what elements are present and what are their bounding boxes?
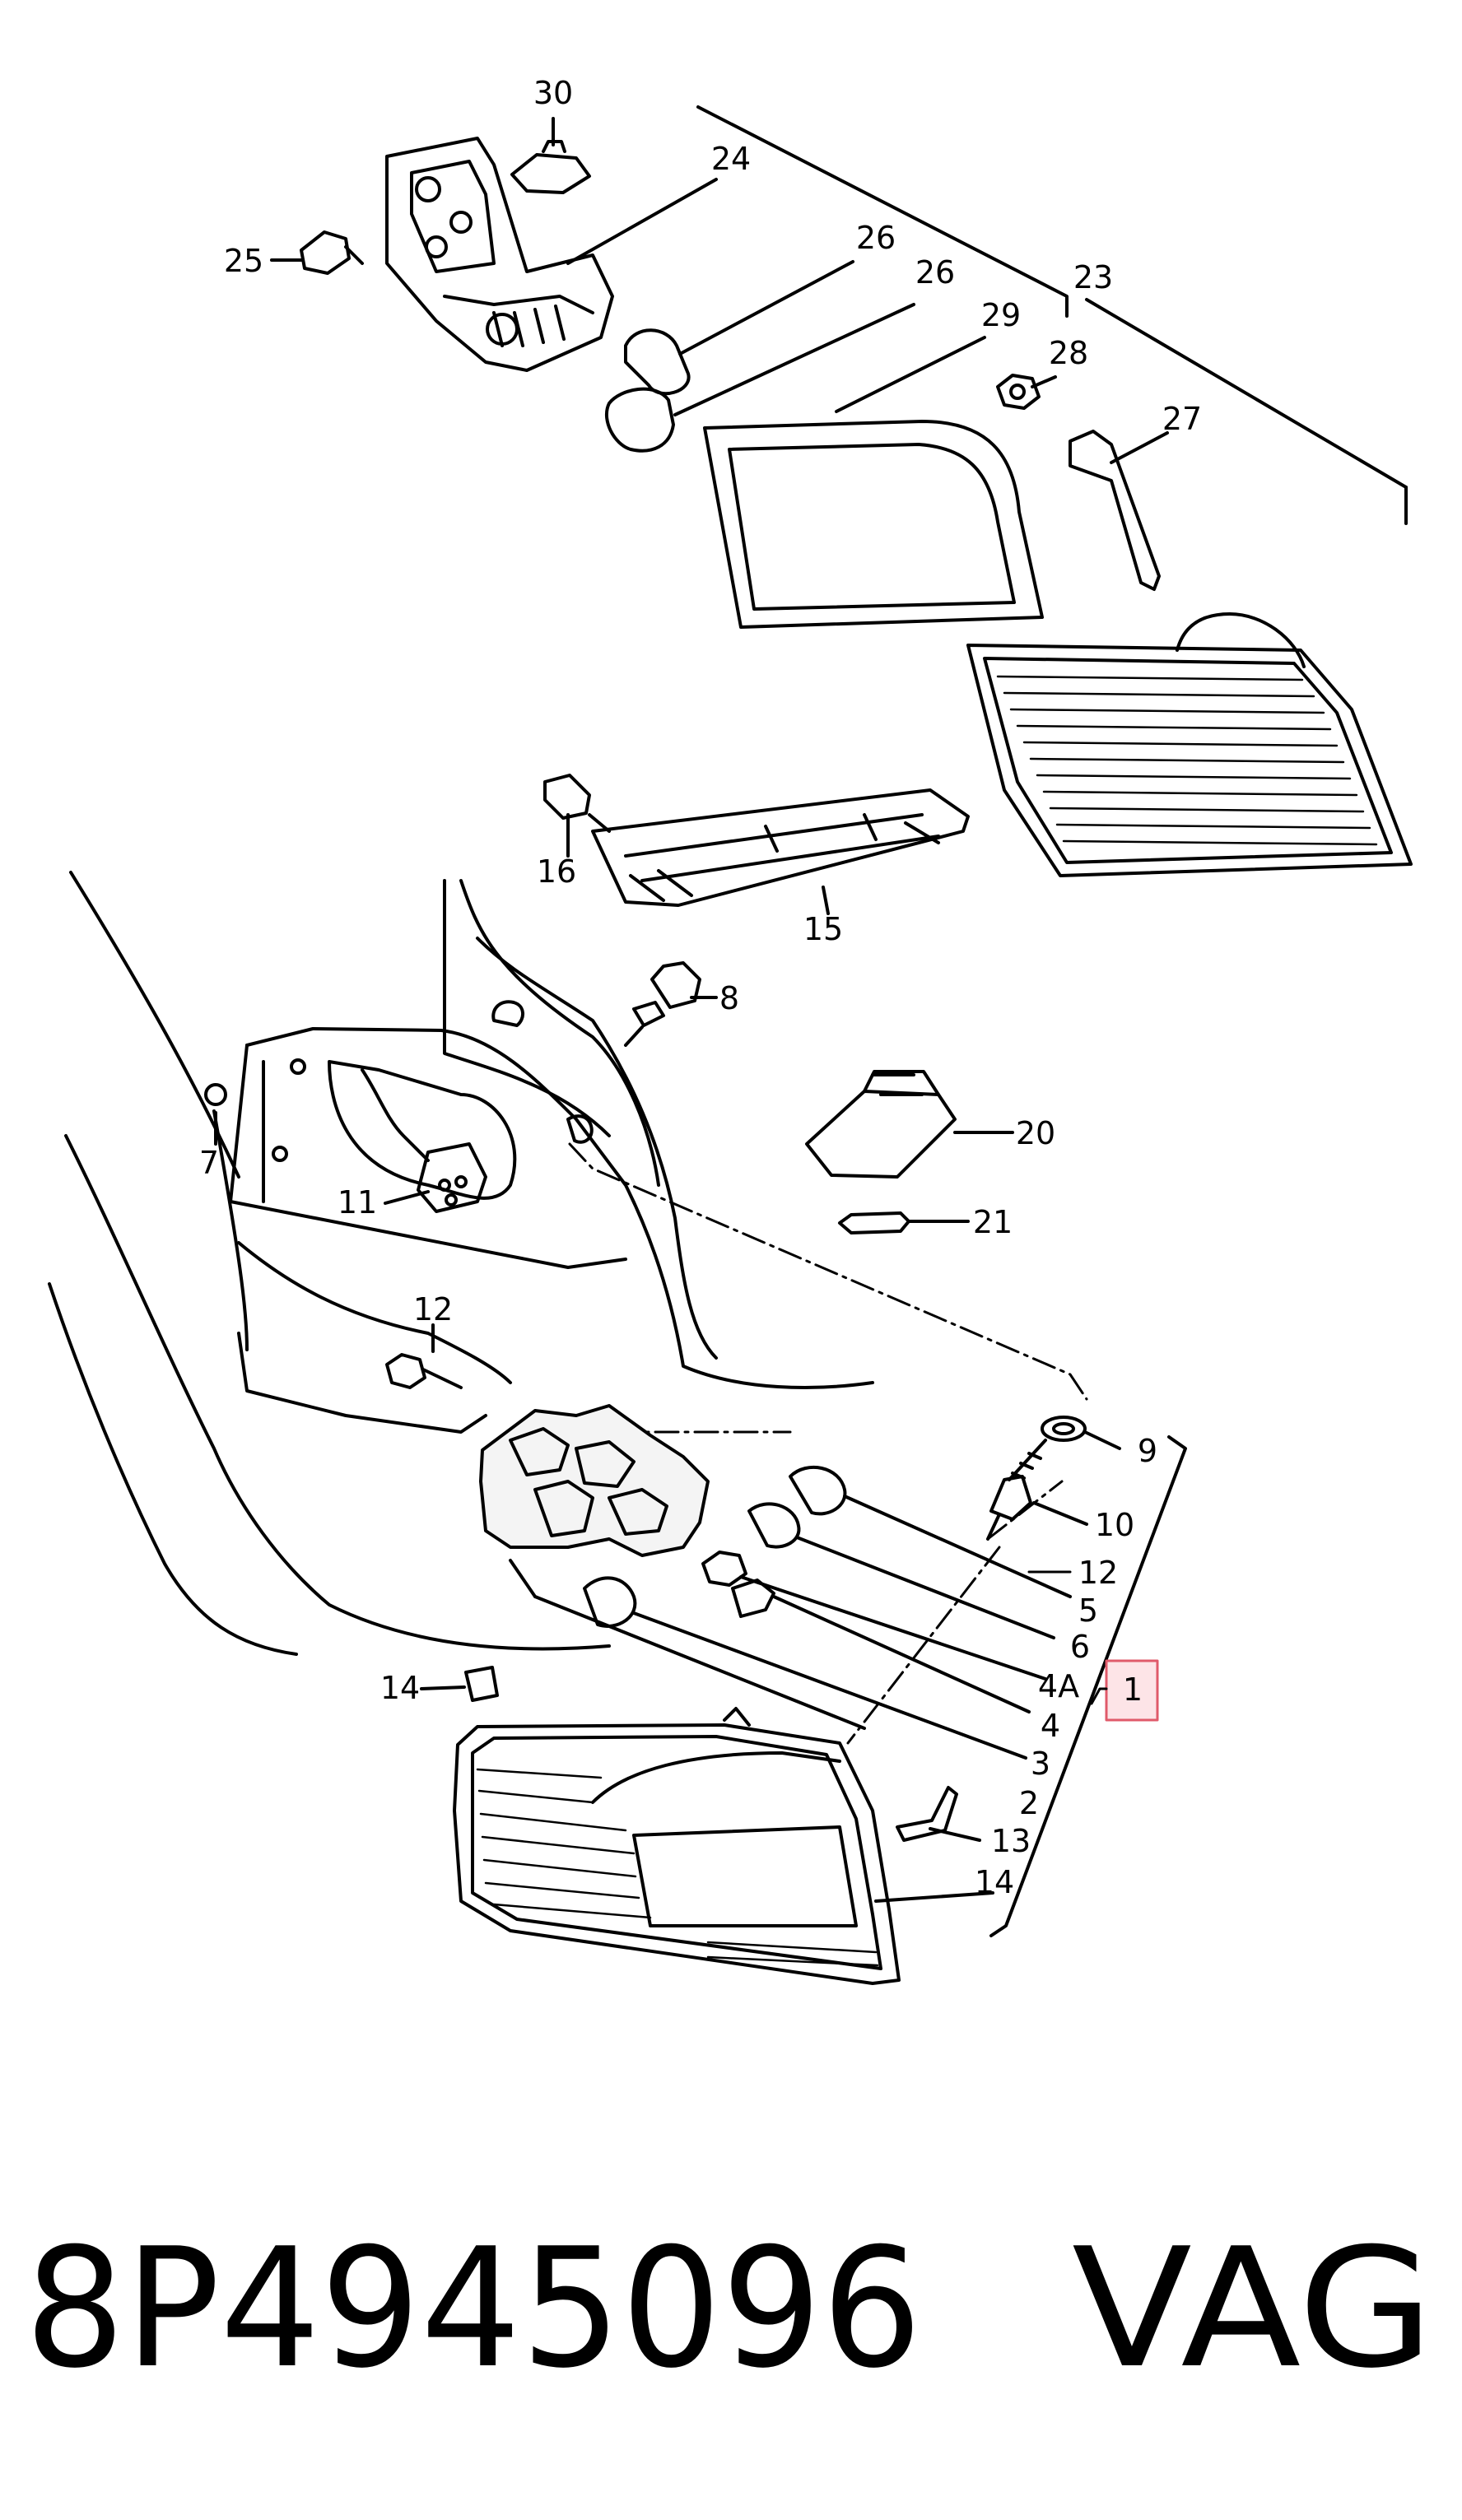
group-1-bracket bbox=[989, 1435, 1187, 1937]
wiring-connector-11 bbox=[361, 1068, 487, 1213]
bulb-26-upper bbox=[624, 260, 854, 396]
callout-29: 29 bbox=[981, 297, 1021, 333]
connector-16 bbox=[543, 774, 611, 858]
callout-16: 16 bbox=[537, 853, 576, 890]
license-lamp-20 bbox=[805, 1070, 1014, 1179]
clip-14 bbox=[420, 1666, 499, 1702]
outer-tail-lamp bbox=[453, 1707, 994, 1985]
callout-13: 13 bbox=[991, 1823, 1031, 1859]
callout-14-right: 14 bbox=[975, 1864, 1014, 1900]
callout-14-left: 14 bbox=[380, 1670, 420, 1706]
callout-8: 8 bbox=[719, 980, 739, 1016]
group-23-bracket bbox=[696, 105, 1069, 318]
bulb-21 bbox=[838, 1211, 970, 1234]
callout-26-lower: 26 bbox=[915, 254, 955, 291]
gasket-29 bbox=[703, 336, 1044, 629]
callout-10: 10 bbox=[1095, 1507, 1134, 1543]
callout-1: 1 bbox=[1123, 1671, 1143, 1708]
inner-tail-lamp bbox=[966, 612, 1413, 877]
callout-25: 25 bbox=[224, 243, 263, 279]
callout-26-upper: 26 bbox=[856, 220, 896, 256]
bracket-13 bbox=[896, 1786, 981, 1842]
callout-30: 30 bbox=[533, 75, 573, 111]
stud-bolt-10 bbox=[986, 1439, 1088, 1541]
callout-3: 3 bbox=[1031, 1746, 1050, 1782]
callout-23: 23 bbox=[1073, 259, 1113, 295]
callout-9: 9 bbox=[1138, 1433, 1157, 1469]
callout-28: 28 bbox=[1049, 335, 1088, 371]
callout-11: 11 bbox=[338, 1184, 377, 1220]
callout-20: 20 bbox=[1016, 1115, 1055, 1151]
clip-25 bbox=[270, 230, 364, 275]
washer-9 bbox=[1041, 1416, 1121, 1450]
callout-21: 21 bbox=[973, 1204, 1013, 1240]
callout-4A: 4A bbox=[1038, 1668, 1079, 1704]
grommet-7 bbox=[204, 1083, 227, 1146]
bulb-6 bbox=[747, 1502, 1055, 1639]
callout-5: 5 bbox=[1078, 1592, 1098, 1629]
screw-12 bbox=[385, 1323, 463, 1389]
brake-light-15 bbox=[591, 788, 970, 915]
bulb-4 bbox=[731, 1578, 1031, 1713]
bulb-5 bbox=[789, 1465, 1072, 1598]
callout-12-top: 12 bbox=[413, 1291, 453, 1327]
connector-30 bbox=[510, 117, 591, 194]
callout-24: 24 bbox=[711, 141, 751, 177]
callout-27: 27 bbox=[1162, 401, 1202, 437]
callout-4: 4 bbox=[1041, 1708, 1060, 1744]
callout-7: 7 bbox=[199, 1145, 219, 1181]
part-number: 8P4945096 bbox=[25, 2213, 922, 2405]
bulb-3 bbox=[583, 1576, 1027, 1760]
callout-12-right: 12 bbox=[1078, 1555, 1118, 1591]
nut-28 bbox=[996, 374, 1057, 410]
callout-6: 6 bbox=[1070, 1629, 1090, 1665]
callout-2: 2 bbox=[1019, 1785, 1039, 1821]
car-body-outline bbox=[48, 871, 874, 1656]
bulb-carrier bbox=[479, 1404, 866, 1730]
callout-15: 15 bbox=[803, 911, 843, 947]
highlight-box bbox=[1105, 1659, 1159, 1722]
socket-4A bbox=[701, 1551, 1047, 1681]
bracket-27 bbox=[1069, 430, 1169, 591]
brand-name: VAG bbox=[1072, 2213, 1434, 2405]
bulb-8 bbox=[624, 961, 718, 1047]
bulb-26-lower bbox=[604, 303, 915, 453]
bulb-holder-24 bbox=[385, 137, 614, 372]
